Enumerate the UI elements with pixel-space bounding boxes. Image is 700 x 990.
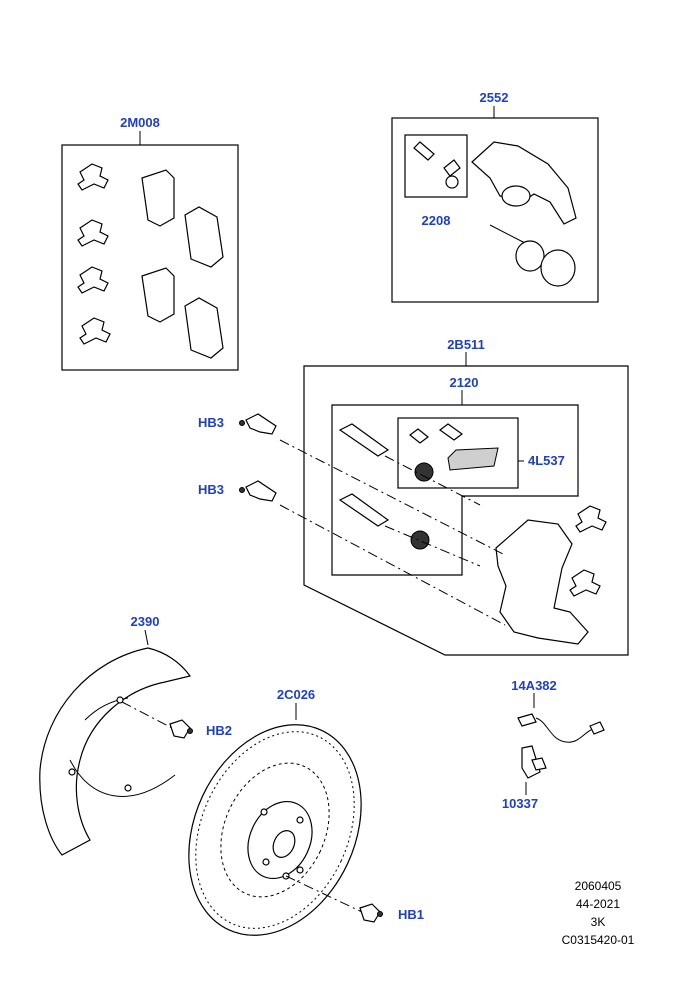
- brake-pad-1: [141, 169, 175, 227]
- callout-pin-kit: 2120: [450, 375, 479, 390]
- guide-pin-box: [404, 134, 468, 198]
- brake-disc-inner: [220, 762, 330, 898]
- anti-rattle-clip: [447, 447, 499, 471]
- reference-code-4: C0315420-01: [562, 933, 635, 947]
- reference-code-3: 3K: [591, 915, 606, 929]
- bushing-upper: [414, 462, 434, 482]
- pad-clip-3: [77, 266, 109, 294]
- carrier-kit-box: [303, 365, 629, 656]
- wear-sensor-plug: [517, 713, 537, 727]
- brake-pad-2: [184, 206, 224, 268]
- guide-pin: [413, 141, 435, 161]
- brake-pad-3: [141, 267, 175, 323]
- callout-caliper: 2552: [480, 90, 509, 105]
- pad-clip-4: [79, 317, 111, 345]
- reference-code-1: 2060405: [575, 879, 622, 893]
- caliper-group: 2552 2208: [391, 90, 599, 303]
- callout-sensor-clip: 10337: [502, 796, 538, 811]
- brake-disc-group: 2C026 HB1: [188, 687, 424, 936]
- callout-anti-rattle: 4L537: [528, 453, 565, 468]
- bushing-lower: [410, 530, 430, 550]
- carrier-bolt-lower: [245, 480, 277, 502]
- shield-bolt: [169, 719, 191, 739]
- callout-shield-bolt: HB2: [206, 723, 232, 738]
- callout-bolt-lower: HB3: [198, 482, 224, 497]
- callout-guide-pin: 2208: [422, 213, 451, 228]
- caliper-box: [391, 117, 599, 303]
- carrier-clip-1: [575, 505, 607, 533]
- reference-code-2: 44-2021: [576, 897, 620, 911]
- brake-pad-4: [184, 297, 224, 359]
- wear-sensor-group: 14A382 10337: [502, 678, 605, 811]
- callout-bolt-upper: HB3: [198, 415, 224, 430]
- anti-rattle-box: [397, 417, 519, 489]
- brake-shield: [39, 647, 192, 856]
- caliper-body: [471, 141, 577, 225]
- wear-sensor-cable: [535, 717, 597, 743]
- callout-brake-pads: 2M008: [120, 115, 160, 130]
- caliper-carrier: [495, 519, 589, 645]
- disc-screw: [359, 903, 381, 923]
- callout-disc-screw: HB1: [398, 907, 424, 922]
- brake-shield-group: 2390 HB2: [39, 614, 232, 856]
- guide-bolt-upper: [338, 423, 390, 457]
- carrier-clip-2: [569, 569, 601, 597]
- callout-shield: 2390: [131, 614, 160, 629]
- pad-clip-2: [77, 219, 109, 247]
- callout-disc: 2C026: [277, 687, 315, 702]
- pad-clip-1: [77, 163, 109, 191]
- brake-pad-kit-box: [61, 144, 239, 371]
- carrier-kit-group: 2B511 2120 4L537: [303, 337, 629, 656]
- guide-bolt-lower: [338, 493, 390, 527]
- brake-pad-kit-group: 2M008: [61, 115, 239, 371]
- dust-boot: [540, 249, 576, 287]
- callout-wear-sensor: 14A382: [511, 678, 557, 693]
- carrier-bolt-upper: [245, 413, 277, 435]
- callout-carrier-kit: 2B511: [447, 337, 485, 352]
- reference-block: 2060405 44-2021 3K C0315420-01: [562, 879, 635, 947]
- piston-seal: [515, 240, 545, 272]
- carrier-bolts-group: HB3 HB3: [198, 413, 506, 626]
